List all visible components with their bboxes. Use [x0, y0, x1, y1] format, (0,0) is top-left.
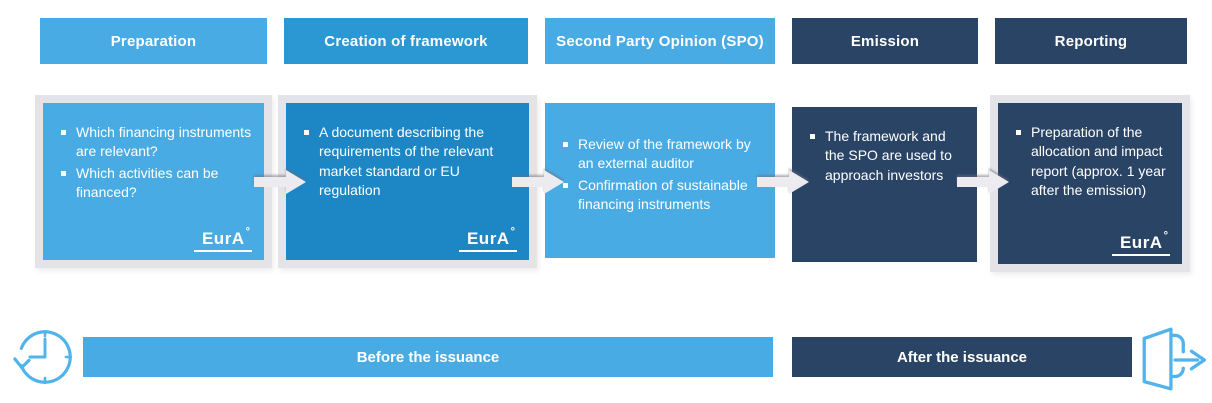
list-item: Confirmation of sustainable financing in… [561, 176, 765, 215]
stage-box-preparation: Which financing instruments are relevant… [43, 103, 264, 260]
right-arrow-icon [254, 170, 306, 194]
stage-header-second-party-opinion: Second Party Opinion (SPO) [545, 18, 775, 64]
list-item: Which financing instruments are relevant… [59, 123, 254, 162]
bullet-square-icon [563, 182, 568, 188]
eura-logo-text: EurA [1119, 233, 1163, 252]
clock-history-icon [13, 330, 72, 384]
bullet-square-icon [61, 130, 66, 135]
stage-header-creation-of-framework: Creation of framework [284, 18, 528, 64]
list-item: Preparation of the allocation and impact… [1014, 123, 1172, 200]
list-item: A document describing the requirements o… [302, 123, 519, 200]
bullet-text: Review of the framework by an external a… [578, 136, 751, 172]
list-item: The framework and the SPO are used to ap… [808, 127, 967, 185]
bullet-square-icon [810, 134, 815, 139]
bullet-text: Preparation of the allocation and impact… [1031, 124, 1166, 198]
eura-logo-text: EurA [466, 229, 510, 248]
registered-mark-icon: ° [510, 226, 515, 238]
eura-logo: EurA° [458, 226, 517, 252]
timeline-after-label: After the issuance [896, 348, 1028, 366]
list-item: Review of the framework by an external a… [561, 135, 765, 174]
list-item: Which activities can be financed? [59, 164, 254, 203]
bullet-square-icon [304, 130, 309, 135]
stage-box-spo: Review of the framework by an external a… [545, 103, 775, 258]
stage-header-reporting: Reporting [995, 18, 1187, 64]
eura-logo: EurA° [193, 226, 252, 252]
bullet-text: Which financing instruments are relevant… [76, 124, 252, 160]
eura-logo: EurA° [1111, 230, 1170, 256]
stage-box-frame-preparation: Which financing instruments are relevant… [35, 95, 272, 268]
registered-mark-icon: ° [245, 226, 250, 238]
bullet-square-icon [61, 170, 66, 176]
bullet-square-icon [563, 142, 568, 147]
eura-logo-text: EurA [201, 229, 245, 248]
stage-header-preparation: Preparation [40, 18, 267, 64]
stage-box-reporting: Preparation of the allocation and impact… [998, 103, 1182, 264]
timeline-after-issuance-bar: After the issuance [792, 337, 1132, 377]
bullet-text: Confirmation of sustainable financing in… [578, 176, 748, 212]
bullet-text: Which activities can be financed? [76, 164, 219, 200]
stage-box-creation: A document describing the requirements o… [286, 103, 529, 260]
stage-box-frame-reporting: Preparation of the allocation and impact… [990, 95, 1190, 272]
timeline-before-label: Before the issuance [356, 348, 500, 366]
stage-box-emission: The framework and the SPO are used to ap… [792, 107, 977, 262]
stage-header-emission: Emission [792, 18, 978, 64]
right-arrow-icon [512, 170, 564, 194]
right-arrow-icon [757, 170, 809, 194]
bullet-square-icon [1016, 130, 1021, 135]
timeline-before-issuance-bar: Before the issuance [83, 337, 773, 377]
bullet-text: A document describing the requirements o… [319, 124, 494, 198]
exit-door-icon [1142, 327, 1206, 391]
right-arrow-icon [957, 170, 1009, 194]
bullet-text: The framework and the SPO are used to ap… [825, 128, 952, 183]
stage-box-frame-creation: A document describing the requirements o… [278, 95, 537, 268]
registered-mark-icon: ° [1163, 230, 1168, 242]
